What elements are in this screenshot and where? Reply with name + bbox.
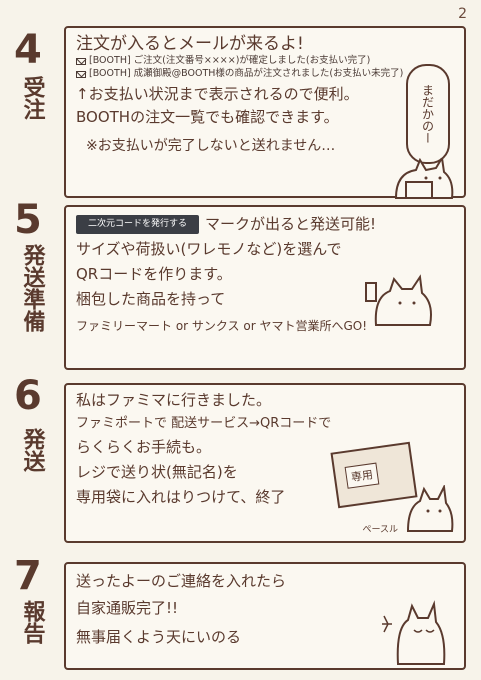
step-7-line-2: 自家通販完了!! [76,598,179,617]
step-5-line-1: マークが出ると発送可能! [205,215,377,234]
mail-item: [BOOTH] ご注文(注文番号××××)が確定しました(お支払い完了) [76,55,454,68]
mail-subject-1: [BOOTH] ご注文(注文番号××××)が確定しました(お支払い完了) [89,55,371,67]
cat-illustration [406,485,454,532]
speech-bubble: まだかのー [406,64,450,164]
step-5-label: 発送準備 [19,244,45,332]
step-5-number: 5 [14,197,42,243]
page-number: 2 [458,6,467,22]
mail-icon [76,70,86,78]
step-4-label: 受注 [19,76,45,120]
mail-icon [76,58,86,66]
step-7-box: 送ったよーのご連絡を入れたら 自家通販完了!! 無事届くよう天にいのる [64,562,466,670]
cat-laptop-illustration [394,158,454,199]
step-6-box: 私はファミマに行きました。 ファミポートで 配送サービス→QRコードで らくらく… [64,383,466,543]
bag-label: 専用 [344,462,380,489]
step-6-line-3: らくらくお手続も。 [76,438,212,456]
mail-subject-2: [BOOTH] 成瀬御殿@BOOTH様の商品が注文されました(お支払い未完了) [89,68,404,80]
step-6-label: 発送 [19,428,45,472]
step-4-line-1: 注文が入るとメールが来るよ! [76,34,304,54]
step-6-line-4: レジで送り状(無記名)を [76,462,238,481]
step-7-number: 7 [14,553,42,599]
step-4-box: 注文が入るとメールが来るよ! [BOOTH] ご注文(注文番号××××)が確定し… [64,26,466,199]
step-6-line-2: ファミポートで 配送サービス→QRコードで [76,415,332,431]
sound-effect-text: ぺースル [362,525,398,535]
step-5-line-4: 梱包した商品を持って [76,289,226,308]
step-7-line-1: 送ったよーのご連絡を入れたら [76,572,287,590]
step-5-line-2: サイズや荷扱い(ワレモノなど)を選んで [76,240,342,259]
step-5-line-3: QRコードを作ります。 [76,265,232,283]
step-4-line-4: ※お支払いが完了しないと送れません… [86,138,336,155]
step-6-line-5: 専用袋に入れはりつけて、終了 [76,487,286,506]
step-6-line-1: 私はファミマに行きました。 [76,391,272,409]
step-5-line-1-wrap: 二次元コードを発行するマークが出ると発送可能! [76,215,454,235]
mail-item: [BOOTH] 成瀬御殿@BOOTH様の商品が注文されました(お支払い未完了) [76,68,454,81]
step-6-number: 6 [14,373,42,419]
step-4-line-2: ↑お支払い状況まで表示されるので便利。 [76,84,359,103]
step-4-number: 4 [14,27,42,73]
praying-cat-illustration [382,600,446,665]
step-4-line-3: BOOTHの注文一覧でも確認できます。 [76,107,339,126]
step-5-line-5: ファミリーマート or サンクス or ヤマト営業所へGO! [76,318,368,333]
step-7-label: 報告 [19,600,45,644]
step-5-box: 二次元コードを発行するマークが出ると発送可能! サイズや荷扱い(ワレモノなど)を… [64,205,466,370]
step-7-line-3: 無事届くよう天にいのる [76,627,242,646]
cat-phone-illustration [365,274,432,326]
issue-qr-code-button[interactable]: 二次元コードを発行する [76,215,200,235]
